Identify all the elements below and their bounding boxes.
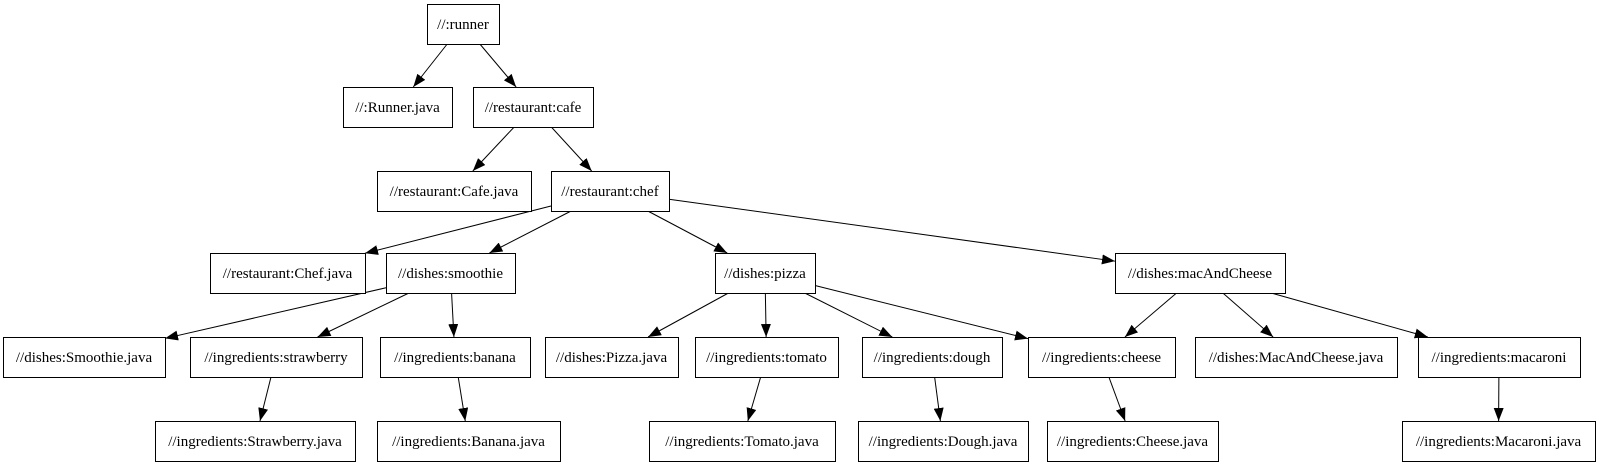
edge-chef-smoothie: [489, 210, 572, 254]
node-label-banana_java: //ingredients:Banana.java: [392, 434, 545, 450]
node-cheese: //ingredients:cheese: [1028, 337, 1176, 378]
node-chef: //restaurant:chef: [551, 171, 670, 212]
node-label-cheese_java: //ingredients:Cheese.java: [1057, 434, 1209, 450]
node-box-dough: [862, 337, 1003, 378]
node-label-dough_java: //ingredients:Dough.java: [869, 434, 1018, 450]
node-runner: //:runner: [427, 4, 500, 45]
edge-banana-banana_java: [457, 376, 469, 422]
node-banana: //ingredients:banana: [380, 337, 531, 378]
edge-runner-cafe: [479, 43, 517, 88]
node-box-macandcheese_java: [1195, 337, 1398, 378]
node-box-pizza_java: [545, 337, 679, 378]
node-box-strawberry_java: [155, 421, 356, 462]
edge-macandcheese-macandcheese_java: [1222, 292, 1274, 338]
node-box-pizza: [715, 253, 816, 294]
node-box-runner: [427, 4, 500, 45]
edge-pizza-cheese: [814, 284, 1029, 341]
node-label-runner_java: //:Runner.java: [355, 100, 440, 116]
node-label-dough: //ingredients:dough: [874, 350, 991, 366]
node-chef_java: //restaurant:Chef.java: [210, 253, 366, 294]
edge-chef-chef_java: [364, 205, 552, 255]
node-runner_java: //:Runner.java: [343, 87, 453, 128]
node-smoothie: //dishes:smoothie: [386, 253, 516, 294]
node-box-runner_java: [343, 87, 453, 128]
node-box-macaroni_java: [1402, 421, 1596, 462]
node-box-cafe_java: [377, 171, 532, 212]
node-label-cafe: //restaurant:cafe: [485, 100, 582, 116]
edge-runner-runner_java: [412, 43, 448, 88]
edge-cheese-cheese_java: [1108, 376, 1126, 422]
node-pizza: //dishes:pizza: [715, 253, 816, 294]
node-label-macaroni: //ingredients:macaroni: [1432, 350, 1567, 366]
node-label-chef: //restaurant:chef: [561, 184, 658, 200]
edge-pizza-pizza_java: [647, 292, 729, 338]
node-macandcheese: //dishes:macAndCheese: [1115, 253, 1286, 294]
edge-pizza-dough: [804, 292, 893, 338]
node-banana_java: //ingredients:Banana.java: [377, 421, 561, 462]
node-cheese_java: //ingredients:Cheese.java: [1047, 421, 1219, 462]
node-label-smoothie_java: //dishes:Smoothie.java: [16, 350, 153, 366]
node-label-banana: //ingredients:banana: [394, 350, 516, 366]
edge-dough-dough_java: [933, 376, 944, 422]
node-tomato: //ingredients:tomato: [695, 337, 839, 378]
node-box-macaroni: [1418, 337, 1581, 378]
node-label-cheese: //ingredients:cheese: [1042, 350, 1161, 366]
edge-macandcheese-macaroni: [1271, 292, 1428, 339]
node-label-smoothie: //dishes:smoothie: [398, 266, 503, 282]
node-box-dough_java: [858, 421, 1029, 462]
node-cafe: //restaurant:cafe: [473, 87, 594, 128]
node-label-pizza: //dishes:pizza: [724, 266, 806, 282]
edge-macandcheese-cheese: [1124, 292, 1177, 338]
node-label-macandcheese_java: //dishes:MacAndCheese.java: [1209, 350, 1384, 366]
node-label-cafe_java: //restaurant:Cafe.java: [390, 184, 519, 200]
node-cafe_java: //restaurant:Cafe.java: [377, 171, 532, 212]
node-box-tomato_java: [649, 421, 836, 462]
node-box-banana: [380, 337, 531, 378]
node-box-cheese: [1028, 337, 1176, 378]
node-label-tomato: //ingredients:tomato: [706, 350, 827, 366]
node-label-tomato_java: //ingredients:Tomato.java: [665, 434, 819, 450]
node-macaroni: //ingredients:macaroni: [1418, 337, 1581, 378]
edge-strawberry-strawberry_java: [258, 376, 272, 422]
node-box-tomato: [695, 337, 839, 378]
node-box-smoothie_java: [3, 337, 166, 378]
edge-smoothie-strawberry: [317, 292, 410, 338]
node-label-macaroni_java: //ingredients:Macaroni.java: [1416, 434, 1582, 450]
edge-tomato-tomato_java: [746, 376, 762, 422]
node-label-strawberry: //ingredients:strawberry: [204, 350, 348, 366]
node-box-chef_java: [210, 253, 366, 294]
node-box-strawberry: [190, 337, 363, 378]
node-pizza_java: //dishes:Pizza.java: [545, 337, 679, 378]
node-macandcheese_java: //dishes:MacAndCheese.java: [1195, 337, 1398, 378]
node-box-cafe: [473, 87, 594, 128]
edge-cafe-cafe_java: [472, 126, 515, 172]
node-label-strawberry_java: //ingredients:Strawberry.java: [168, 434, 342, 450]
edge-pizza-tomato: [760, 292, 771, 338]
node-tomato_java: //ingredients:Tomato.java: [649, 421, 836, 462]
node-box-chef: [551, 171, 670, 212]
node-label-pizza_java: //dishes:Pizza.java: [556, 350, 668, 366]
node-strawberry: //ingredients:strawberry: [190, 337, 363, 378]
node-box-cheese_java: [1047, 421, 1219, 462]
node-dough_java: //ingredients:Dough.java: [858, 421, 1029, 462]
edge-chef-pizza: [647, 210, 728, 254]
node-smoothie_java: //dishes:Smoothie.java: [3, 337, 166, 378]
edge-smoothie-banana: [448, 292, 459, 338]
node-dough: //ingredients:dough: [862, 337, 1003, 378]
edge-chef-macandcheese: [668, 198, 1116, 265]
node-label-macandcheese: //dishes:macAndCheese: [1128, 266, 1272, 282]
node-box-smoothie: [386, 253, 516, 294]
node-macaroni_java: //ingredients:Macaroni.java: [1402, 421, 1596, 462]
node-box-macandcheese: [1115, 253, 1286, 294]
edge-smoothie-smoothie_java: [164, 287, 387, 341]
edge-cafe-chef: [550, 126, 593, 172]
node-label-runner: //:runner: [437, 17, 489, 33]
node-strawberry_java: //ingredients:Strawberry.java: [155, 421, 356, 462]
node-label-chef_java: //restaurant:Chef.java: [223, 266, 353, 282]
node-box-banana_java: [377, 421, 561, 462]
